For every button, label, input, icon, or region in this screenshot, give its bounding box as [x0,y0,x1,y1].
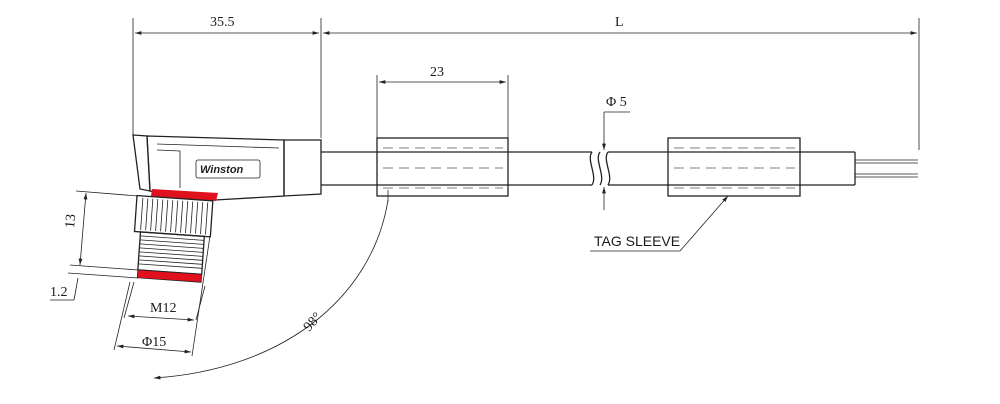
dim-thread: M12 [150,301,176,316]
tag-sleeve-2 [667,137,801,197]
dim-height: 13 [63,213,79,228]
cable-diameter-indicator [602,111,630,210]
bottom-dimension-lines [113,235,211,357]
dim-gap: 1.2 [50,285,68,300]
angle-arc [153,190,389,380]
dim-connector-length: 35.5 [210,15,235,30]
brand-logo: Winston [200,164,244,176]
tag-sleeve-label: TAG SLEEVE [594,233,680,249]
dim-angle: 98° [301,310,325,335]
dim-nut-diameter: Φ15 [142,335,166,350]
top-dimension-lines [132,18,920,150]
dim-cable-length: L [615,15,624,30]
left-dimension-lines [50,190,139,301]
tag-sleeve-1 [376,75,509,197]
connector-housing [132,134,322,201]
tag-sleeve-leader [590,195,729,252]
dim-sleeve-width: 23 [430,65,444,80]
cable [321,151,918,186]
connector-threaded-end [133,194,214,283]
dim-cable-diameter: Φ 5 [606,95,627,110]
